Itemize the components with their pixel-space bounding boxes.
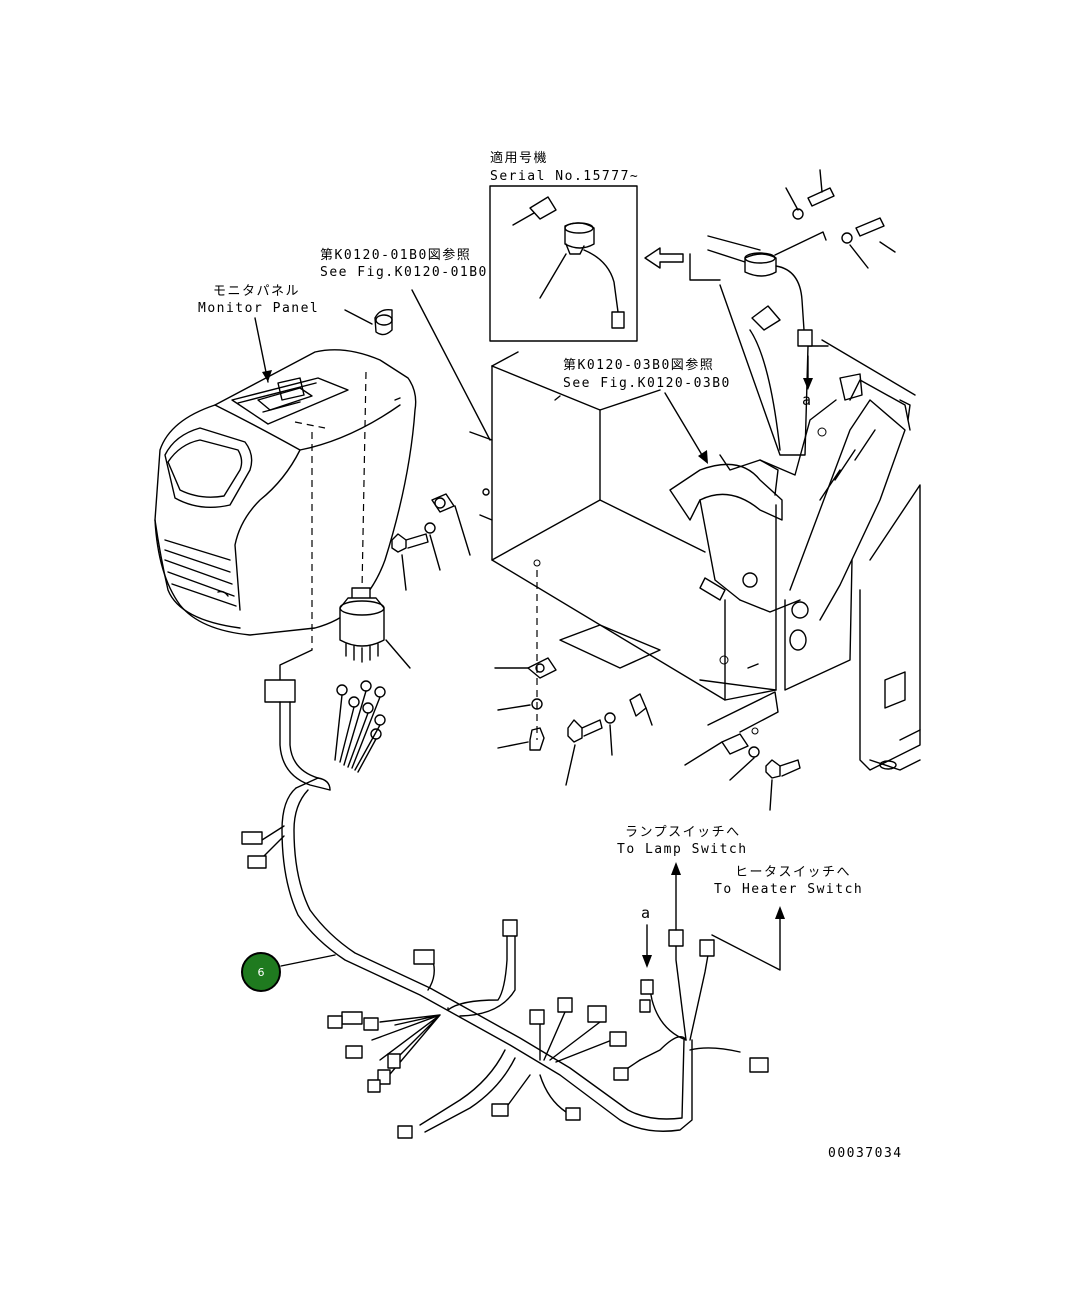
heater-label-en: To Heater Switch xyxy=(714,882,863,897)
serial-label-en: Serial No.15777~ xyxy=(490,169,639,184)
monitor-dash-2 xyxy=(361,371,367,591)
bracket-box xyxy=(469,351,777,701)
fig03-leader-head xyxy=(698,450,708,464)
fig03-label-en: See Fig.K0120-03B0 xyxy=(563,376,731,391)
fig03-label-jp: 第K0120-03B0図参照 xyxy=(563,357,714,373)
heater-label-jp: ヒータスイッチへ xyxy=(735,865,851,880)
heater-arrow-head xyxy=(775,906,785,919)
ring-terminals xyxy=(334,680,386,773)
wire-harness xyxy=(241,701,769,1139)
lamp-label-jp: ランプスイッチへ xyxy=(625,825,741,840)
monitor-cable xyxy=(279,649,313,681)
serial-inset xyxy=(489,185,684,342)
ref-a-top: a xyxy=(802,391,811,409)
ref-a-bottom: a xyxy=(641,904,650,922)
lamp-label-en: To Lamp Switch xyxy=(617,842,748,857)
key-cap xyxy=(344,308,393,336)
serial-label-jp: 適用号機 xyxy=(490,150,548,166)
callout-leader xyxy=(280,954,336,967)
right-bracket-assembly xyxy=(669,169,921,771)
monitor-connector xyxy=(264,679,296,703)
fig01-leader xyxy=(411,289,491,441)
part-callout-number[interactable]: 6 xyxy=(258,966,265,979)
ref-a-bottom-head xyxy=(642,955,652,968)
heater-arrow xyxy=(711,911,781,971)
fig03-leader xyxy=(664,392,706,461)
key-switch xyxy=(339,587,411,669)
monitor-label-en: Monitor Panel xyxy=(198,301,319,316)
monitor-leader-head xyxy=(262,370,272,382)
drawing-number: 00037034 xyxy=(828,1146,903,1161)
fig01-label-en: See Fig.K0120-01B0 xyxy=(320,265,488,280)
monitor-dash-3 xyxy=(294,421,326,429)
monitor-panel xyxy=(154,349,417,636)
monitor-label-jp: モニタパネル xyxy=(213,284,300,299)
fig01-label-jp: 第K0120-01B0図参照 xyxy=(320,247,471,263)
part-callout-circle[interactable] xyxy=(241,952,281,992)
hardware-parts xyxy=(391,488,801,811)
lamp-arrow-head xyxy=(671,862,681,875)
